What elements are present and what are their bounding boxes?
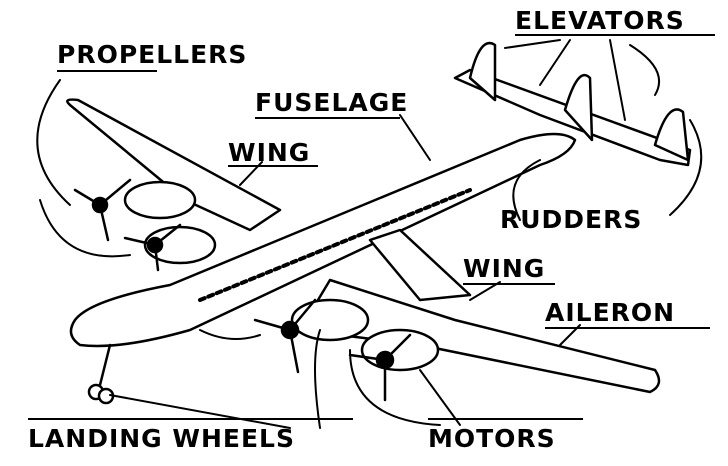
underline-propellers <box>57 70 157 72</box>
label-fuselage: FUSELAGE <box>255 88 409 117</box>
far-wing <box>66 98 282 232</box>
label-propellers: PROPELLERS <box>57 40 248 69</box>
underline-aileron <box>545 327 710 329</box>
label-landing-wheels: LANDING WHEELS <box>28 424 295 453</box>
engine-3 <box>290 298 370 342</box>
rudder-left <box>468 42 497 102</box>
pointer-arrows <box>36 39 703 429</box>
label-rudders: RUDDERS <box>500 205 643 234</box>
engine-4 <box>360 328 440 372</box>
propeller-4 <box>348 333 412 402</box>
rudder-center <box>563 73 594 142</box>
underline-wing-far <box>228 165 318 167</box>
overline-landing-wheels <box>28 418 353 420</box>
label-aileron: AILERON <box>545 298 676 327</box>
fuselage <box>69 132 577 348</box>
overline-motors <box>428 418 583 420</box>
propeller-3 <box>253 298 317 374</box>
engine-2 <box>143 225 217 265</box>
underline-fuselage <box>255 117 400 119</box>
label-wing-near: WING <box>463 254 546 283</box>
cabin-windows <box>198 188 472 302</box>
near-wing <box>298 278 661 394</box>
engine-1 <box>123 180 197 220</box>
label-wing-far: WING <box>228 138 311 167</box>
label-motors: MOTORS <box>428 424 556 453</box>
underline-elevators <box>515 34 715 36</box>
rudder-right <box>653 108 690 162</box>
propeller-2 <box>123 223 182 272</box>
underline-wing-near <box>463 283 555 285</box>
wing-root <box>368 228 472 302</box>
label-elevators: ELEVATORS <box>515 6 685 35</box>
propeller-1 <box>73 178 132 242</box>
